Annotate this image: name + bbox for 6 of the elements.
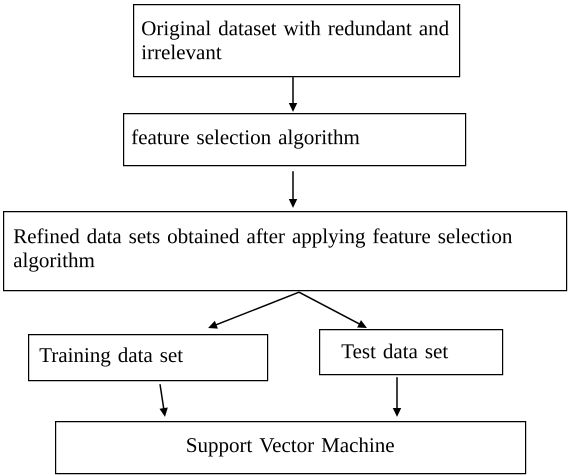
process-box: Original dataset with redundant and irrelevant bbox=[133, 4, 460, 78]
process-box: feature selection algorithm bbox=[123, 113, 466, 166]
process-box: Test data set bbox=[319, 328, 504, 376]
process-box: Support Vector Machine bbox=[55, 420, 526, 474]
process-box: Training data set bbox=[28, 334, 268, 382]
process-box: Refined data sets obtained after applying feature selection algorithm bbox=[3, 211, 568, 292]
